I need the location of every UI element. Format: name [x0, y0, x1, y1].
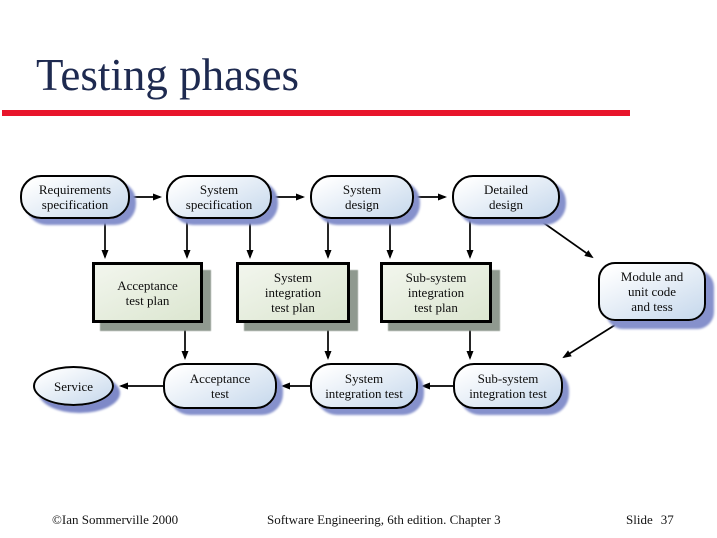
- footer-copyright: ©Ian Sommerville 2000: [52, 512, 179, 527]
- node-acceptance-test-plan: Acceptance test plan: [92, 262, 203, 323]
- footer-slide-number: Slide 37: [626, 512, 674, 528]
- node-acceptance-test: Acceptance test: [163, 363, 277, 409]
- node-requirements-specification: Requirements specification: [20, 175, 130, 219]
- title-underline-rule: [2, 110, 630, 116]
- node-service: Service: [33, 366, 114, 406]
- footer-book-reference: Software Engineering, 6th edition. Chapt…: [267, 512, 501, 527]
- slide-title: Testing phases: [36, 50, 300, 100]
- node-system-integration-test-plan: System integration test plan: [236, 262, 350, 323]
- node-detailed-design: Detailed design: [452, 175, 560, 219]
- node-system-design: System design: [310, 175, 414, 219]
- footer-slide-number-value: 37: [660, 512, 674, 527]
- node-system-specification: System specification: [166, 175, 272, 219]
- node-module-and-unit-code-and-test: Module and unit code and tess: [598, 262, 706, 321]
- footer-slide-label: Slide: [626, 512, 653, 527]
- node-sub-system-integration-test-plan: Sub-system integration test plan: [380, 262, 492, 323]
- node-sub-system-integration-test: Sub-system integration test: [453, 363, 563, 409]
- node-system-integration-test: System integration test: [310, 363, 418, 409]
